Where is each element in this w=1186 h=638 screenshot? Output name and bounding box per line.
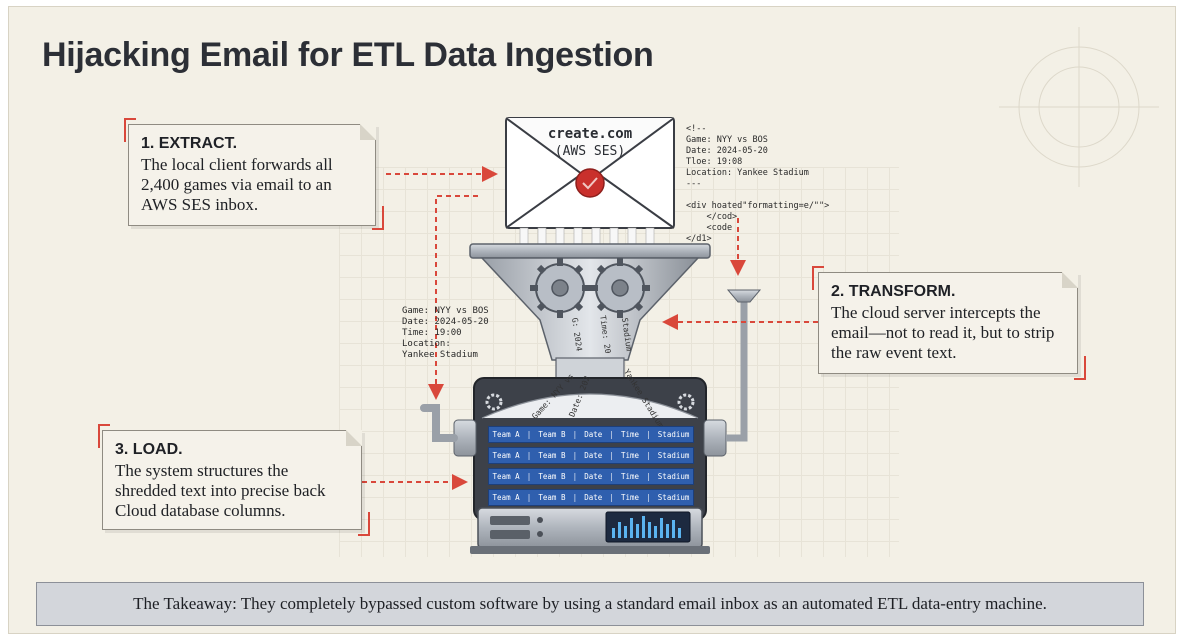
- load-callout: 3. LOAD. The system structures the shred…: [102, 430, 362, 530]
- corner-bracket: [98, 424, 110, 448]
- email-raw-code: <!-- Game: NYY vs BOS Date: 2024-05-20 T…: [686, 124, 830, 244]
- corner-bracket: [358, 512, 370, 536]
- column-separator: |: [572, 451, 578, 460]
- transform-body: The cloud server intercepts the email—no…: [831, 303, 1055, 362]
- column-separator: |: [526, 451, 532, 460]
- table-row: Team A | Team B | Date | Time | Stadium: [488, 489, 694, 506]
- funnel: [469, 243, 711, 361]
- table-cell: Team B: [538, 430, 566, 439]
- column-separator: |: [609, 451, 614, 460]
- column-separator: |: [572, 430, 578, 439]
- table-cell: Date: [584, 472, 603, 481]
- load-heading: 3. LOAD.: [115, 441, 183, 458]
- takeaway-banner: The Takeaway: They completely bypassed c…: [36, 582, 1144, 626]
- table-cell: Team A: [492, 493, 520, 502]
- table-cell: Stadium: [657, 430, 690, 439]
- table-cell: Time: [621, 472, 640, 481]
- blueprint-decoration: [999, 27, 1159, 187]
- table-cell: Stadium: [657, 493, 690, 502]
- column-separator: |: [646, 430, 651, 439]
- corner-bracket: [812, 266, 824, 290]
- corner-bracket: [1074, 356, 1086, 380]
- page-title: Hijacking Email for ETL Data Ingestion: [42, 36, 654, 74]
- paper-strips: [519, 227, 655, 249]
- table-cell: Time: [621, 430, 640, 439]
- table-cell: Date: [584, 493, 603, 502]
- extract-heading: 1. EXTRACT.: [141, 135, 238, 152]
- table-cell: Stadium: [657, 472, 690, 481]
- equalizer-display: [612, 516, 681, 538]
- email-envelope: [505, 117, 675, 229]
- column-separator: |: [646, 493, 651, 502]
- raw-event-text: Game: NYY vs BOS Date: 2024-05-20 Time: …: [402, 306, 489, 360]
- corner-bracket: [124, 118, 136, 142]
- extract-body: The local client forwards all 2,400 game…: [141, 155, 333, 214]
- table-cell: Stadium: [657, 451, 690, 460]
- gear-icon: [677, 393, 695, 411]
- gear-icon: [530, 258, 590, 318]
- wax-seal-icon: [575, 168, 605, 198]
- column-separator: |: [609, 430, 614, 439]
- flow-arrows: [362, 166, 818, 490]
- load-body: The system structures the shredded text …: [115, 461, 326, 520]
- gear-icon: [590, 258, 650, 318]
- column-separator: |: [572, 493, 578, 502]
- table-cell: Team B: [538, 493, 566, 502]
- table-row: Team A | Team B | Date | Time | Stadium: [488, 426, 694, 443]
- table-cell: Time: [621, 493, 640, 502]
- table-cell: Team A: [492, 430, 520, 439]
- table-row: Team A | Team B | Date | Time | Stadium: [488, 447, 694, 464]
- table-cell: Team B: [538, 451, 566, 460]
- column-separator: |: [646, 472, 651, 481]
- column-separator: |: [646, 451, 651, 460]
- table-cell: Team A: [492, 451, 520, 460]
- column-separator: |: [526, 472, 532, 481]
- column-separator: |: [572, 472, 578, 481]
- gear-icon: [485, 393, 503, 411]
- table-cell: Time: [621, 451, 640, 460]
- column-separator: |: [609, 493, 614, 502]
- column-separator: |: [526, 493, 532, 502]
- table-cell: Date: [584, 430, 603, 439]
- transform-callout: 2. TRANSFORM. The cloud server intercept…: [818, 272, 1078, 374]
- extract-callout: 1. EXTRACT. The local client forwards al…: [128, 124, 376, 226]
- column-separator: |: [526, 430, 532, 439]
- transform-heading: 2. TRANSFORM.: [831, 283, 956, 300]
- envelope-label: create.com (AWS SES): [547, 126, 633, 159]
- table-cell: Date: [584, 451, 603, 460]
- table-row: Team A | Team B | Date | Time | Stadium: [488, 468, 694, 485]
- table-cell: Team A: [492, 472, 520, 481]
- table-cell: Team B: [538, 472, 566, 481]
- corner-bracket: [372, 206, 384, 230]
- column-separator: |: [609, 472, 614, 481]
- transform-pipe: [726, 289, 762, 442]
